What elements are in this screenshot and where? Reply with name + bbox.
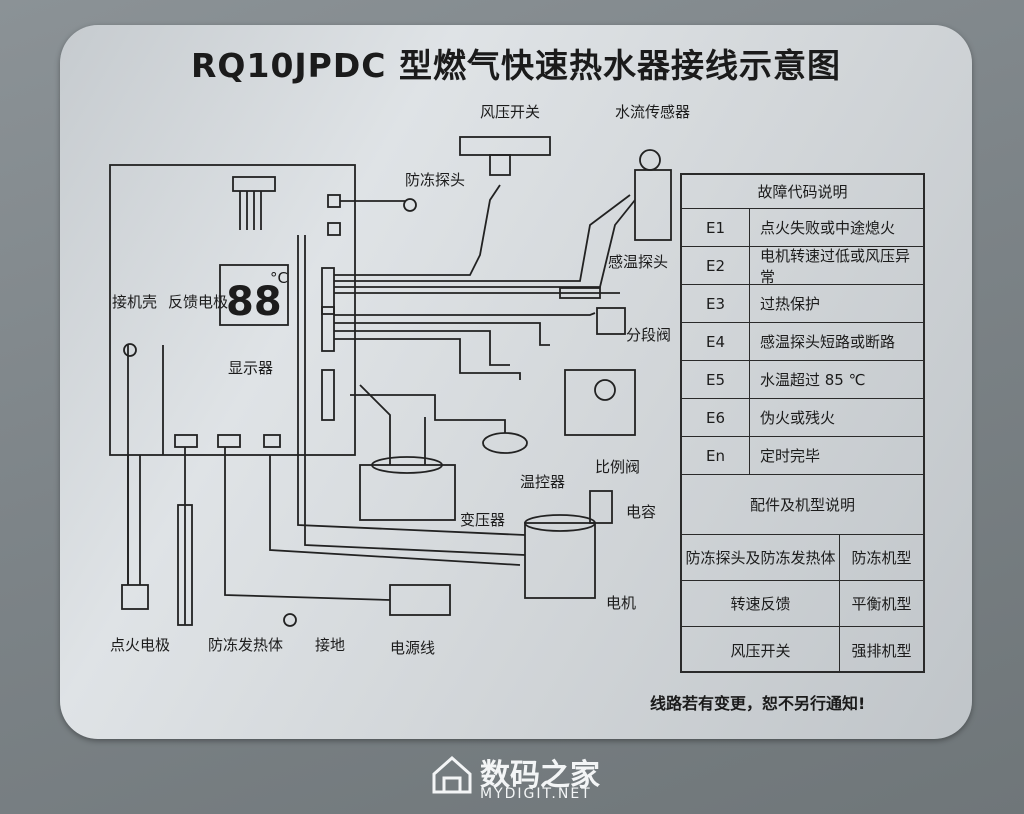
fault-desc: 点火失败或中途熄火 [760, 219, 896, 237]
ground-label: 接地 [315, 636, 345, 654]
part-model: 平衡机型 [851, 595, 912, 613]
watermark-cn: 数码之家 [480, 758, 600, 793]
part-model: 强排机型 [851, 641, 912, 660]
section-valve-label: 分段阀 [626, 326, 671, 344]
motor-label: 电机 [606, 594, 636, 612]
ground-icon [283, 613, 297, 627]
part-model: 防冻机型 [851, 549, 912, 567]
fault-code: E2 [682, 247, 750, 284]
motor-body [524, 522, 596, 599]
fault-table-header-text: 故障代码说明 [757, 183, 848, 201]
diagram-title: RQ10JPDC 型燃气快速热水器接线示意图 [191, 46, 841, 85]
part-name: 风压开关 [682, 627, 840, 673]
house-logo-icon [432, 755, 472, 794]
transformer-body [359, 464, 456, 521]
fault-desc: 电机转速过低或风压异常 [760, 246, 911, 286]
thermostat-body [482, 432, 528, 454]
connector-6 [174, 434, 198, 448]
ground-shell-icon [123, 343, 137, 357]
fault-code: E6 [682, 399, 750, 436]
capacitor-label: 电容 [626, 503, 656, 521]
temp-probe-label: 感温探头 [608, 253, 668, 271]
fault-row: E4 感温探头短路或断路 [682, 323, 923, 361]
connector-4 [321, 306, 335, 352]
power-plug [389, 584, 451, 616]
temp-probe-sensor [559, 287, 601, 299]
wind-pressure-switch-body [459, 136, 551, 156]
fault-row: E6 伪火或残火 [682, 399, 923, 437]
ignition-electrode-label: 点火电极 [110, 636, 170, 654]
parts-row: 风压开关 强排机型 [682, 627, 923, 673]
fault-code: E1 [682, 209, 750, 246]
fault-row: E2 电机转速过低或风压异常 [682, 246, 923, 286]
antifreeze-probe-icon [403, 198, 417, 212]
power-cord-label: 电源线 [390, 639, 435, 657]
antifreeze-probe-label: 防冻探头 [405, 171, 465, 189]
connector-8 [263, 434, 281, 448]
fault-code: E5 [682, 361, 750, 398]
part-name: 转速反馈 [682, 581, 840, 626]
display-connector [232, 176, 276, 192]
connector-5 [321, 369, 335, 421]
wiring-diagram: 88 °C 风压开关 水流传感器 防冻探头 感温探头 分段阀 接机壳 反馈电极 … [109, 103, 690, 657]
transformer-label: 变压器 [460, 511, 505, 529]
feedback-electrode-label: 反馈电极 [168, 293, 228, 311]
fault-row: En 定时完毕 [682, 437, 923, 475]
fault-code-table: 故障代码说明 E1 点火失败或中途熄火 E2 电机转速过低或风压异常 E3 过热… [680, 173, 925, 673]
proportional-valve-body [564, 369, 636, 436]
fault-code: En [682, 437, 750, 474]
fault-desc: 感温探头短路或断路 [760, 333, 896, 351]
display-unit: °C [270, 269, 288, 287]
antifreeze-heater-label: 防冻发热体 [208, 636, 283, 654]
water-flow-sensor-body [634, 169, 672, 241]
watermark-en: MYDIGIT.NET [480, 786, 592, 802]
capacitor-body [589, 490, 613, 524]
wind-pressure-switch-label: 风压开关 [480, 103, 540, 121]
fault-row: E3 过热保护 [682, 285, 923, 323]
parts-row: 转速反馈 平衡机型 [682, 581, 923, 627]
fault-table-header: 故障代码说明 [682, 175, 923, 209]
footer-note: 线路若有变更，恕不另行通知! [650, 694, 866, 713]
fault-code: E3 [682, 285, 750, 322]
fault-desc: 水温超过 85 ℃ [760, 371, 866, 389]
water-flow-sensor-label: 水流传感器 [615, 103, 690, 121]
connector-2 [327, 222, 341, 236]
antifreeze-heater-tube [177, 504, 193, 626]
display-digits: 88 [226, 279, 282, 325]
display-module [219, 264, 289, 326]
fault-row: E5 水温超过 85 ℃ [682, 361, 923, 399]
fault-desc: 定时完毕 [760, 447, 821, 465]
parts-row: 防冻探头及防冻发热体 防冻机型 [682, 535, 923, 581]
connector-3 [321, 267, 335, 315]
ignition-electrode-plug [121, 584, 149, 610]
thermostat-label: 温控器 [520, 473, 565, 491]
section-valve-body [596, 307, 626, 335]
proportional-valve-label: 比例阀 [595, 458, 640, 476]
fault-desc: 过热保护 [760, 295, 821, 313]
controller-board [109, 164, 356, 456]
part-name: 防冻探头及防冻发热体 [682, 535, 840, 580]
connector-7 [217, 434, 241, 448]
parts-table-header-text: 配件及机型说明 [749, 496, 855, 514]
wiring-label-plate: RQ10JPDC 型燃气快速热水器接线示意图 [60, 25, 972, 739]
fault-code: E4 [682, 323, 750, 360]
fault-row: E1 点火失败或中途熄火 [682, 209, 923, 247]
ground-shell-label: 接机壳 [112, 293, 157, 311]
connector-1 [327, 194, 341, 208]
watermark: 数码之家 MYDIGIT.NET [430, 748, 630, 806]
display-label: 显示器 [228, 359, 273, 377]
parts-table-header: 配件及机型说明 [682, 475, 923, 535]
fault-desc: 伪火或残火 [760, 409, 836, 427]
